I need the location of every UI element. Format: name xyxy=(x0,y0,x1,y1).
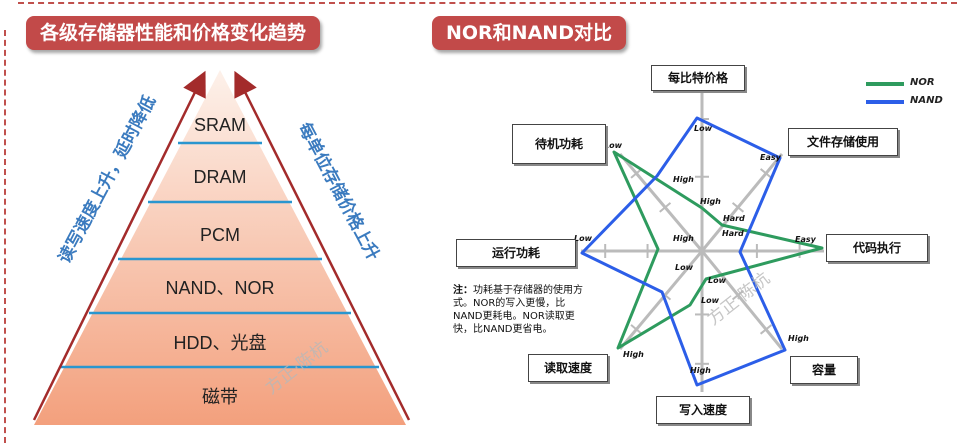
layer-tape: 磁带 xyxy=(202,387,238,407)
axis-price-inner: High xyxy=(700,197,721,206)
radar-axis-standby xyxy=(618,153,704,252)
layer-sram: SRAM xyxy=(194,115,246,135)
left-panel-title: 各级存储器性能和价格变化趋势 xyxy=(26,16,321,50)
axis-box-write: 写入速度 xyxy=(656,396,750,424)
nand-series-line xyxy=(580,116,787,387)
axis-code-outer: Easy xyxy=(795,235,817,244)
footnote-label: 注： xyxy=(453,285,473,296)
axis-read-outer: High xyxy=(623,350,644,359)
layer-dram: DRAM xyxy=(194,167,247,187)
layer-nand-nor: NAND、NOR xyxy=(165,278,274,298)
axis-capacity-inner: Low xyxy=(708,276,727,285)
radar-axis-capacity xyxy=(700,250,784,350)
axis-standby-inner: High xyxy=(673,175,694,184)
axis-box-file: 文件存储使用 xyxy=(788,128,898,156)
radar-tick-file-1 xyxy=(759,168,773,179)
layer-pcm: PCM xyxy=(200,225,240,245)
pyramid-dividers xyxy=(61,141,379,369)
axis-capacity-outer: High xyxy=(788,334,809,343)
radar-tick-read-1 xyxy=(630,324,643,335)
axis-box-capacity: 容量 xyxy=(790,356,858,384)
right-trend-arrow xyxy=(234,70,411,421)
axis-box-standby: 待机功耗 xyxy=(512,124,606,164)
radar-tick-capacity-0 xyxy=(731,289,745,301)
axis-box-price: 每比特价格 xyxy=(651,65,745,91)
axis-box-code: 代码执行 xyxy=(826,234,928,262)
top-dashed-border xyxy=(18,2,957,4)
nor-series-line xyxy=(612,150,824,350)
axis-standby-outer: Low xyxy=(604,141,623,150)
right-panel-title: NOR和NAND对比 xyxy=(432,16,626,50)
legend-nand-label: NAND xyxy=(910,95,943,106)
axis-box-run: 运行功耗 xyxy=(456,239,576,267)
left-dashed-border xyxy=(4,30,6,443)
axis-file-outer: Easy xyxy=(760,153,782,162)
axis-write-inner: Low xyxy=(701,296,720,305)
axis-box-read: 读取速度 xyxy=(528,354,608,382)
axis-write-outer: High xyxy=(690,366,711,375)
axis-price-outer: Low xyxy=(694,124,713,133)
axis-run-outer: Low xyxy=(574,234,593,243)
axis-read-inner: Low xyxy=(675,263,694,272)
footnote: 注：功耗基于存储器的使用方式。NOR的写入更慢，比NAND更耗电。NOR读取更快… xyxy=(453,284,593,336)
layer-hdd: HDD、光盘 xyxy=(174,333,267,353)
left-trend-arrow xyxy=(32,70,206,421)
radar-axes xyxy=(581,86,824,392)
axis-code-inner: Hard xyxy=(722,229,744,238)
axis-run-inner: High xyxy=(673,234,694,243)
radar-axis-file xyxy=(700,153,784,252)
radar-axis-read xyxy=(618,250,704,350)
radar-tick-file-0 xyxy=(731,202,745,213)
legend-nor-label: NOR xyxy=(910,77,935,88)
axis-file-inner: Hard xyxy=(723,214,745,223)
radar-tick-standby-0 xyxy=(659,202,672,213)
radar-tick-standby-1 xyxy=(630,168,643,179)
footnote-text: 功耗基于存储器的使用方式。NOR的写入更慢，比NAND更耗电。NOR读取更快，比… xyxy=(453,285,583,335)
storage-pyramid xyxy=(34,70,406,425)
radar-tick-capacity-1 xyxy=(759,324,773,335)
